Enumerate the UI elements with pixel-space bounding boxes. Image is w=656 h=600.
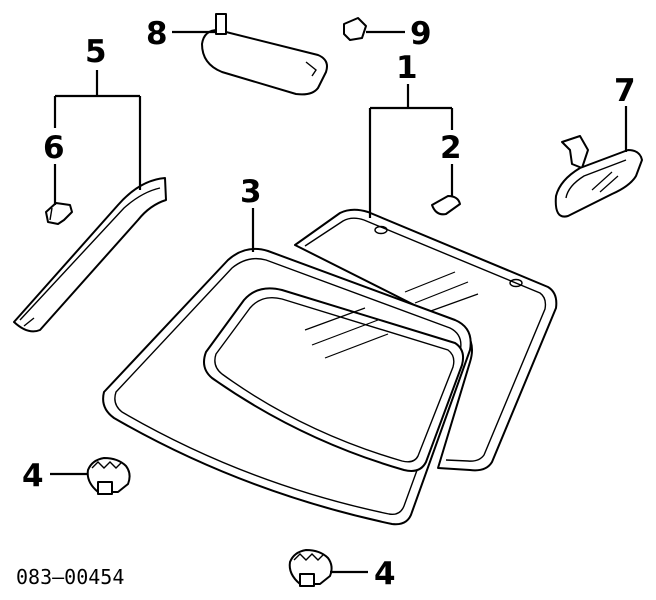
rearview-mirror [554, 135, 643, 218]
callout-3: 3 [240, 174, 262, 210]
sun-visor [201, 13, 328, 96]
callouts: 5 6 8 9 1 2 3 7 4 4 [22, 16, 636, 592]
glass-pad [431, 195, 461, 216]
callout-1: 1 [396, 50, 418, 86]
diagram-part-number: 083–00454 [16, 565, 124, 589]
callout-5: 5 [85, 34, 107, 70]
callout-9: 9 [410, 16, 432, 52]
trim-clip [45, 202, 73, 225]
fastener-bottom [288, 549, 333, 587]
callout-7: 7 [614, 73, 636, 109]
leader-lines [50, 30, 628, 574]
fastener-left [86, 457, 131, 495]
callout-4-left: 4 [22, 458, 44, 494]
visor-holder [343, 17, 367, 41]
pillar-trim [13, 177, 167, 333]
callout-8: 8 [146, 16, 168, 52]
callout-2: 2 [440, 130, 462, 166]
callout-6: 6 [43, 130, 65, 166]
callout-4-bottom: 4 [374, 556, 396, 592]
windshield-glass-front [102, 247, 472, 526]
